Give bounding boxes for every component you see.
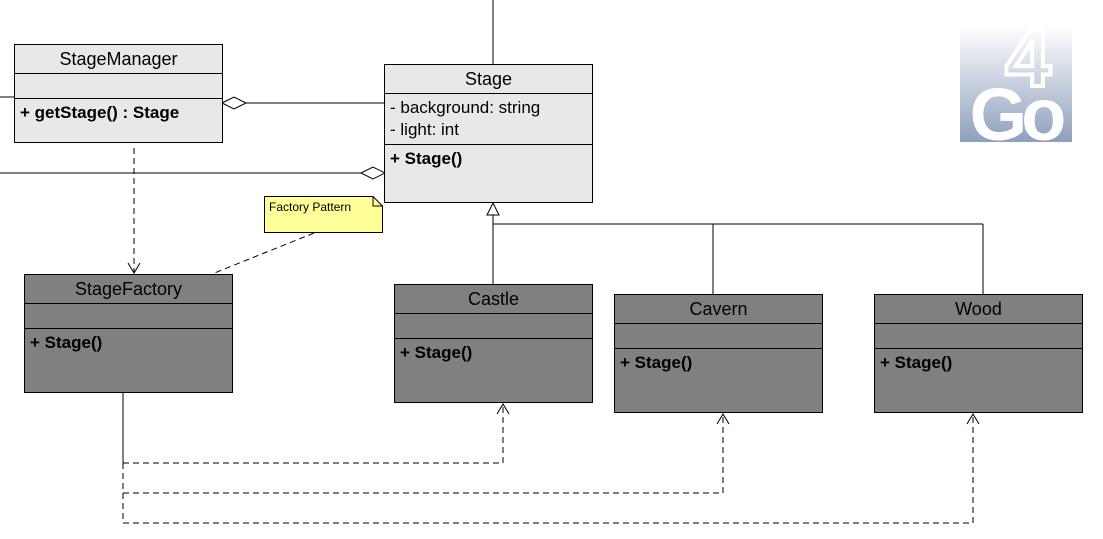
class-attributes: - background: string - light: int (385, 94, 592, 145)
class-operation: + getStage() : Stage (20, 103, 180, 122)
aggregation-diamond-2 (359, 166, 387, 180)
class-attributes (875, 324, 1082, 349)
class-operation: + Stage() (620, 353, 693, 372)
dependency-factory-castle (123, 404, 504, 464)
dependency-arrowhead-factory (127, 262, 141, 274)
generalization-triangle (486, 201, 500, 216)
dependency-arrowhead-castle (496, 403, 510, 415)
logo-letters: Go (970, 73, 1065, 142)
note-anchor-line (211, 232, 315, 275)
logo-digit: 4 (1005, 18, 1051, 104)
class-name: StageManager (15, 45, 222, 74)
class-stage-manager[interactable]: StageManager + getStage() : Stage (14, 44, 223, 143)
go4-logo: 4 Go (960, 18, 1072, 142)
class-operation: + Stage() (30, 333, 103, 352)
class-attributes (25, 304, 232, 329)
class-name: Cavern (615, 295, 822, 324)
class-attributes (15, 74, 222, 99)
dependency-arrowhead-wood (966, 413, 980, 425)
class-cavern[interactable]: Cavern + Stage() (614, 294, 823, 413)
class-operation: + Stage() (880, 353, 953, 372)
class-name: Stage (385, 65, 592, 94)
class-name: Castle (395, 285, 592, 314)
class-operation: + Stage() (400, 343, 473, 362)
class-name: StageFactory (25, 275, 232, 304)
note-text: Factory Pattern (269, 200, 352, 214)
class-castle[interactable]: Castle + Stage() (394, 284, 593, 403)
class-stage[interactable]: Stage - background: string - light: int … (384, 64, 593, 203)
class-attribute: - background: string (390, 98, 541, 117)
dependency-arrowhead-cavern (716, 413, 730, 425)
dependency-factory-cavern (122, 414, 724, 494)
class-operation: + Stage() (390, 149, 463, 168)
class-wood[interactable]: Wood + Stage() (874, 294, 1083, 413)
note-factory-pattern[interactable]: Factory Pattern (264, 196, 383, 233)
aggregation-diamond-1 (220, 96, 248, 110)
class-name: Wood (875, 295, 1082, 324)
class-attributes (615, 324, 822, 349)
class-attributes (395, 314, 592, 339)
class-attribute: - light: int (390, 120, 459, 139)
note-shape (264, 196, 383, 233)
dependency-factory-wood (122, 414, 974, 524)
class-stage-factory[interactable]: StageFactory + Stage() (24, 274, 233, 393)
